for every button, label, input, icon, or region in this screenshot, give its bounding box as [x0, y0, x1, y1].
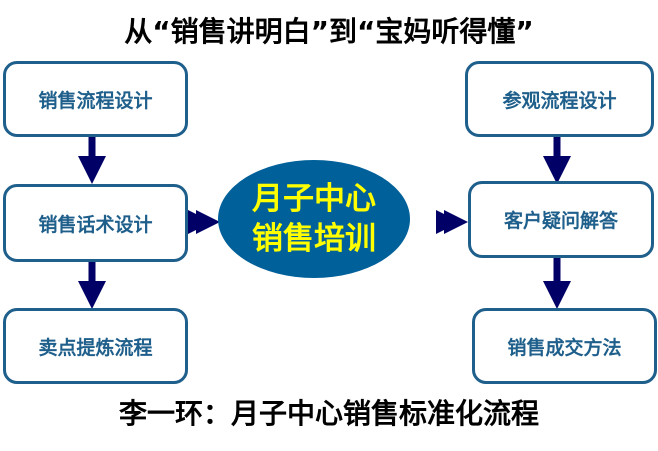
box-selling-points-process: 卖点提炼流程	[3, 308, 188, 384]
box-sales-script-design: 销售话术设计	[3, 184, 188, 262]
diagram-title: 从“销售讲明白”到“宝妈听得懂”	[124, 15, 534, 48]
center-ellipse: 月子中心 销售培训	[218, 160, 410, 278]
footer-caption: 李一环：月子中心销售标准化流程	[118, 397, 539, 430]
box-sales-process-design: 销售流程设计	[3, 61, 188, 137]
center-line-2: 销售培训	[252, 221, 376, 257]
box-sales-closing-methods: 销售成交方法	[472, 308, 657, 384]
box-customer-questions: 客户疑问解答	[468, 181, 654, 258]
box-visit-process-design: 参观流程设计	[465, 61, 654, 137]
center-line-1: 月子中心	[252, 181, 376, 217]
